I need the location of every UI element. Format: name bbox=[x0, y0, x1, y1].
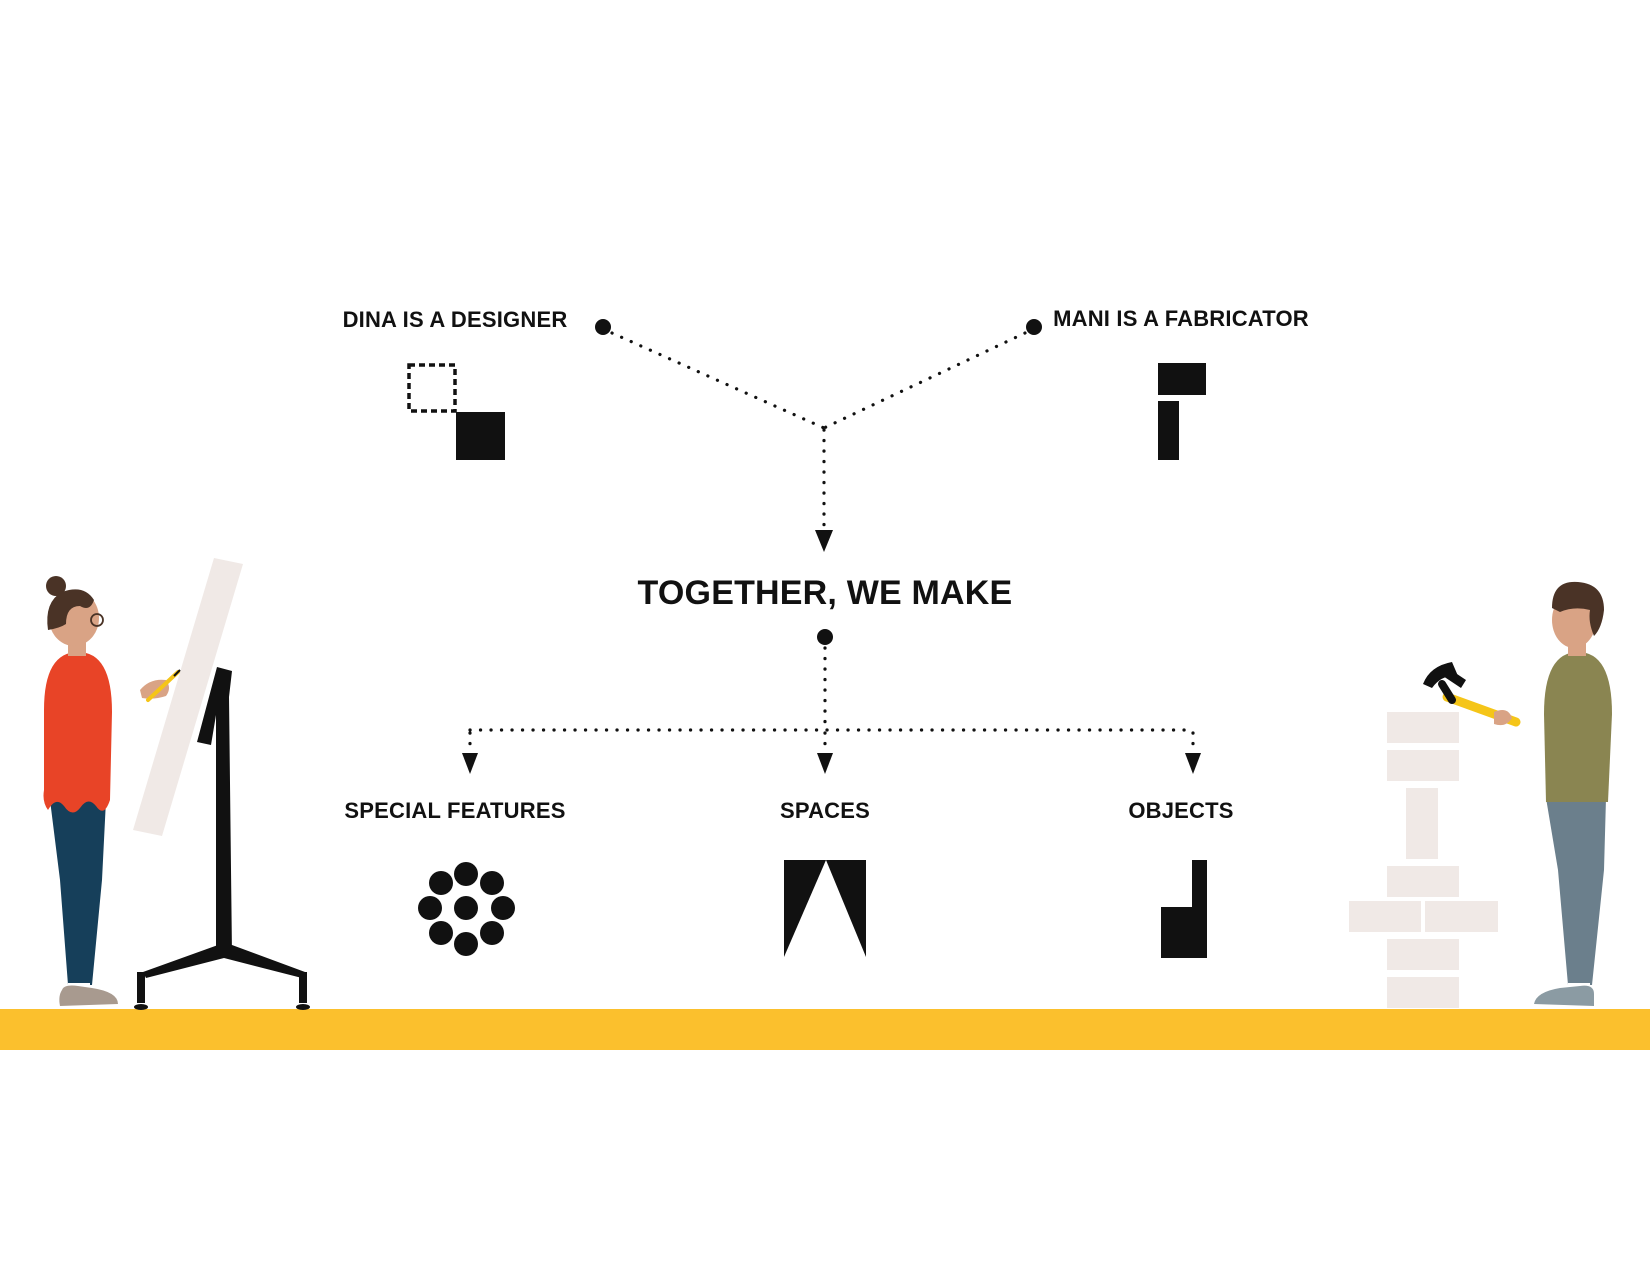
dot-cluster-icon bbox=[418, 862, 515, 956]
objects-icon bbox=[1161, 860, 1207, 958]
brick-stack-icon bbox=[1349, 712, 1498, 1008]
designer-node bbox=[595, 319, 611, 335]
designer-label: DINA IS A DESIGNER bbox=[343, 307, 568, 332]
drawing-board bbox=[133, 558, 243, 836]
hammer-icon bbox=[1423, 662, 1521, 727]
center-label: TOGETHER, WE MAKE bbox=[638, 574, 1013, 612]
fabricator-figure bbox=[1534, 581, 1612, 1006]
arrowhead-special-features bbox=[462, 753, 478, 774]
fabricator-node bbox=[1026, 319, 1042, 335]
spaces-icon bbox=[784, 860, 866, 957]
fabricator-block-icon bbox=[1158, 363, 1206, 460]
center-node bbox=[817, 629, 833, 645]
overlapping-squares-icon bbox=[407, 363, 505, 460]
drafting-table-icon bbox=[133, 558, 310, 1010]
merge-arrowhead bbox=[815, 530, 833, 552]
fabricator-connector bbox=[822, 331, 1027, 430]
output-label-objects: OBJECTS bbox=[1128, 798, 1233, 823]
fabricator-label: MANI IS A FABRICATOR bbox=[1053, 306, 1309, 331]
designer-figure bbox=[43, 576, 181, 1006]
output-label-spaces: SPACES bbox=[780, 798, 870, 823]
arrowhead-spaces bbox=[817, 753, 833, 774]
arrowhead-objects bbox=[1185, 753, 1201, 774]
output-label-special-features: SPECIAL FEATURES bbox=[344, 798, 565, 823]
ground-stripe bbox=[0, 1009, 1650, 1050]
connector-lines bbox=[462, 319, 1201, 774]
designer-connector bbox=[610, 331, 826, 430]
